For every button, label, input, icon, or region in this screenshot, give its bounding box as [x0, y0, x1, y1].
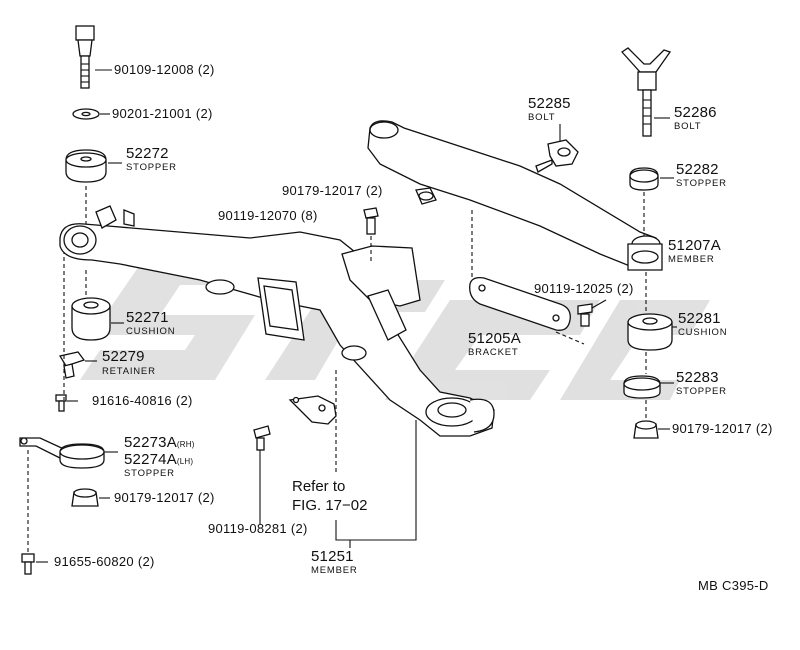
part-number: 90201-21001 — [112, 106, 192, 121]
part-number-52285: 52285 — [528, 95, 571, 112]
part-name-52272: STOPPER — [126, 162, 177, 173]
bracket-icon — [469, 276, 571, 331]
part-name-51205a: BRACKET — [468, 347, 519, 358]
diagram-code: MB C395-D — [698, 578, 769, 593]
part-qty: (2) — [197, 490, 215, 505]
part-name-52274a: STOPPER — [124, 468, 175, 479]
part-label-90119b: 90119-12025 (2) — [534, 282, 634, 296]
part-qty: (2) — [175, 393, 193, 408]
refer-line-1: Refer to — [292, 478, 346, 495]
refer-line-2: FIG. 17−02 — [292, 497, 368, 514]
part-number-52281: 52281 — [678, 310, 721, 327]
part-number-52286: 52286 — [674, 104, 717, 121]
part-suffix: (LH) — [176, 457, 194, 466]
part-suffix: (RH) — [176, 440, 195, 449]
part-number-51205a: 51205A — [468, 330, 521, 347]
part-qty: (2) — [755, 421, 773, 436]
part-number-51251: 51251 — [311, 548, 354, 565]
part-number: 90179-12017 — [672, 421, 752, 436]
frame-member-icon — [367, 120, 663, 271]
part-number-52274a: 52274A(LH) — [124, 452, 193, 470]
part-label-90179a: 90179-12017 (2) — [114, 491, 215, 505]
part-number: 90179-12017 — [114, 490, 194, 505]
part-qty: (2) — [616, 281, 634, 296]
wing-bolt-icon — [621, 47, 672, 137]
part-label-90119c: 90119-08281 (2) — [208, 522, 308, 536]
part-label-90109: 90109-12008 (2) — [114, 63, 215, 77]
part-label-91655: 91655-60820 (2) — [54, 555, 155, 569]
frame-member-icon — [59, 205, 495, 437]
part-number-52271: 52271 — [126, 309, 169, 326]
part-name-52286: BOLT — [674, 121, 702, 132]
nut-icon — [415, 187, 437, 205]
stopper-icon — [629, 167, 659, 191]
part-qty: (2) — [197, 62, 215, 77]
bolt-icon — [253, 425, 271, 451]
stopper-icon — [65, 149, 107, 183]
bolt-icon — [75, 25, 95, 89]
part-name-52271: CUSHION — [126, 326, 176, 337]
bolt-icon — [577, 303, 593, 327]
part-number: 90179-12017 — [282, 183, 362, 198]
part-label-90179c: 90179-12017 (2) — [672, 422, 773, 436]
part-qty: (8) — [300, 208, 318, 223]
part-number: 52274A — [124, 451, 177, 468]
bolt-icon — [21, 553, 35, 575]
part-name-52285: BOLT — [528, 112, 556, 123]
part-name-52279: RETAINER — [102, 366, 156, 377]
part-name-51251: MEMBER — [311, 565, 358, 576]
part-name-52283: STOPPER — [676, 386, 727, 397]
part-label-90119a: 90119-12070 (8) — [218, 209, 318, 223]
part-number: 91655-60820 — [54, 554, 134, 569]
part-number-52279: 52279 — [102, 348, 145, 365]
nut-icon — [633, 420, 659, 439]
part-number-52273a: 52273A(RH) — [124, 435, 195, 453]
part-qty: (2) — [195, 106, 213, 121]
part-number: 90119-12025 — [534, 281, 613, 296]
bracket-icon — [288, 395, 337, 425]
nut-icon — [71, 488, 99, 507]
stopper-icon — [623, 375, 661, 399]
part-qty: (2) — [137, 554, 155, 569]
part-qty: (2) — [365, 183, 383, 198]
part-qty: (2) — [290, 521, 308, 536]
part-number: 91616-40816 — [92, 393, 172, 408]
part-name-52282: STOPPER — [676, 178, 727, 189]
part-number: 52273A — [124, 434, 177, 451]
part-number-52282: 52282 — [676, 161, 719, 178]
cushion-icon — [627, 313, 673, 351]
part-name-51207a: MEMBER — [668, 254, 715, 265]
part-number-52283: 52283 — [676, 369, 719, 386]
cushion-icon — [71, 297, 111, 341]
washer-icon — [72, 108, 100, 120]
bolt-icon — [363, 207, 379, 235]
part-number: 90119-12070 — [218, 208, 297, 223]
part-number-52272: 52272 — [126, 145, 169, 162]
part-number-51207a: 51207A — [668, 237, 721, 254]
part-number: 90119-08281 — [208, 521, 287, 536]
stopper-icon — [19, 437, 105, 469]
part-label-91616: 91616-40816 (2) — [92, 394, 193, 408]
bolt-icon — [535, 139, 579, 173]
part-name-52281: CUSHION — [678, 327, 728, 338]
part-number: 90109-12008 — [114, 62, 194, 77]
part-label-90179b: 90179-12017 (2) — [282, 184, 383, 198]
bolt-icon — [55, 394, 67, 412]
part-label-90201: 90201-21001 (2) — [112, 107, 213, 121]
